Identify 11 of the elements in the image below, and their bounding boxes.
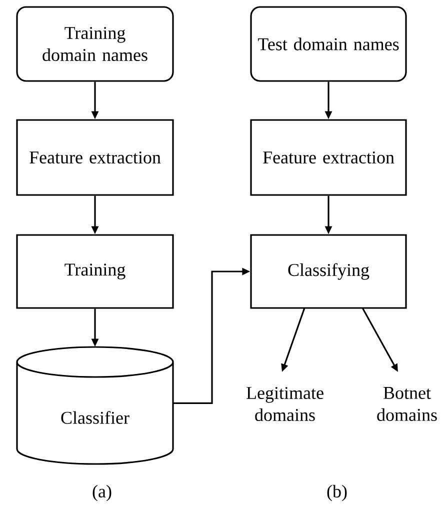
panel-label: (b) <box>327 484 347 502</box>
output-label: Botnet domains <box>377 387 437 421</box>
rounded-box: Training domain names <box>16 6 174 82</box>
rounded-box: Test domain names <box>250 6 407 82</box>
panel-label: (a) <box>92 484 112 502</box>
database-cylinder: Classifier <box>16 346 174 465</box>
process-box: Classifying <box>250 234 407 309</box>
process-box: Training <box>16 234 174 309</box>
process-box: Feature extraction <box>250 119 407 196</box>
output-label: Legitimate domains <box>246 386 324 422</box>
process-box: Feature extraction <box>16 119 174 196</box>
